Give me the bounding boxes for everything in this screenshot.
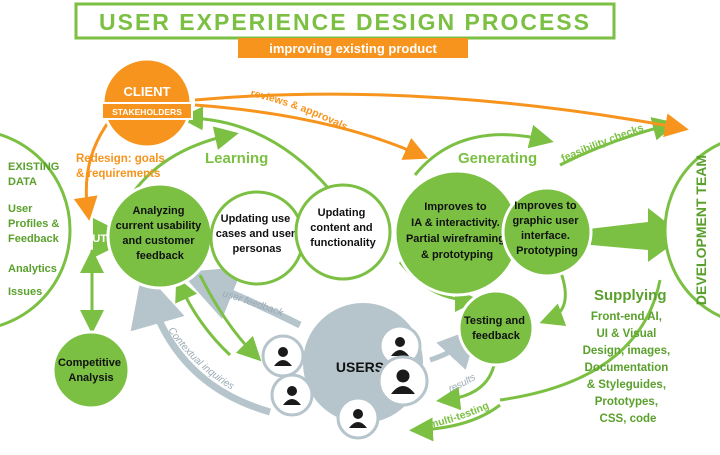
stakeholders-label: STAKEHOLDERS: [112, 107, 182, 117]
contextual-inquiries-label: Contextual inquiries: [166, 325, 236, 392]
existing-data-circle: [0, 133, 72, 327]
subtitle: improving existing product: [269, 41, 437, 56]
generating-label: Generating: [458, 150, 537, 167]
analyzing-to-users-arrow: [198, 274, 262, 362]
user-avatar-icon: [336, 396, 380, 440]
analyzing-label: Analyzing current usability and customer…: [116, 205, 205, 262]
redesign-label: Redesign: goals & requirements: [76, 153, 168, 180]
user-avatar-icon: [270, 373, 314, 417]
stakeholders-tag: [101, 102, 193, 120]
content-label: Updating content and functionality: [310, 207, 376, 249]
competitive-analysis-label: Competitive Analysis: [58, 357, 124, 384]
competitive-analysis-circle: [51, 330, 131, 410]
feasibility-checks-label: feasibility checks: [560, 122, 646, 165]
analytics-label: Analytics: [8, 263, 57, 275]
content-circle: [294, 183, 392, 281]
users-to-analyzing-arrow: [175, 276, 232, 357]
multi-testing-arrow: [409, 403, 501, 442]
learning-label: Learning: [205, 150, 268, 167]
subtitle-banner: [238, 38, 468, 58]
users-label: USERS: [336, 359, 384, 375]
supplying-label: Supplying: [594, 287, 667, 304]
use-cases-label: Updating use cases and user personas: [216, 213, 299, 255]
user-profiles-label: User Profiles & Feedback: [8, 203, 62, 245]
ia-label: Improves to IA & interactivity. Partial …: [406, 201, 508, 261]
user-avatar-icon: [377, 355, 429, 407]
supplying-items: Front-end AI, UI & Visual Design, images…: [583, 311, 674, 425]
testing-label: Testing and feedback: [464, 315, 528, 342]
contextual-inquiries-arrow: [130, 269, 271, 416]
client-title: CLIENT: [124, 84, 171, 99]
testing-circle: [457, 289, 535, 367]
title: USER EXPERIENCE DESIGN PROCESS: [99, 9, 591, 35]
client-to-dev-arrow: [194, 92, 689, 138]
development-team-circle: [663, 142, 720, 318]
redesign-arrow: [73, 119, 112, 221]
input-label: INPUT: [74, 233, 107, 245]
existing-data-label: EXISTING DATA: [8, 161, 62, 188]
supply-big-arrow: [580, 208, 684, 262]
dev-return-arc: [499, 279, 662, 402]
user-avatar-icon: [261, 334, 305, 378]
reviews-approvals-arrow: [194, 103, 429, 160]
feasibility-arrow: [559, 117, 677, 167]
gui-circle: [501, 186, 593, 278]
generating-arc-arrow: [413, 124, 554, 176]
gui-label: Improves to graphic user interface. Prot…: [512, 200, 581, 257]
content-to-client-arrow: [179, 106, 332, 191]
gui-to-testing-arrow: [539, 269, 567, 327]
development-team-label: DEVELOPMENT TEAM: [693, 155, 709, 305]
issues-label: Issues: [8, 286, 42, 298]
user-feedback-arrow: [180, 267, 302, 329]
user-feedback-label: user feedback: [221, 288, 285, 319]
